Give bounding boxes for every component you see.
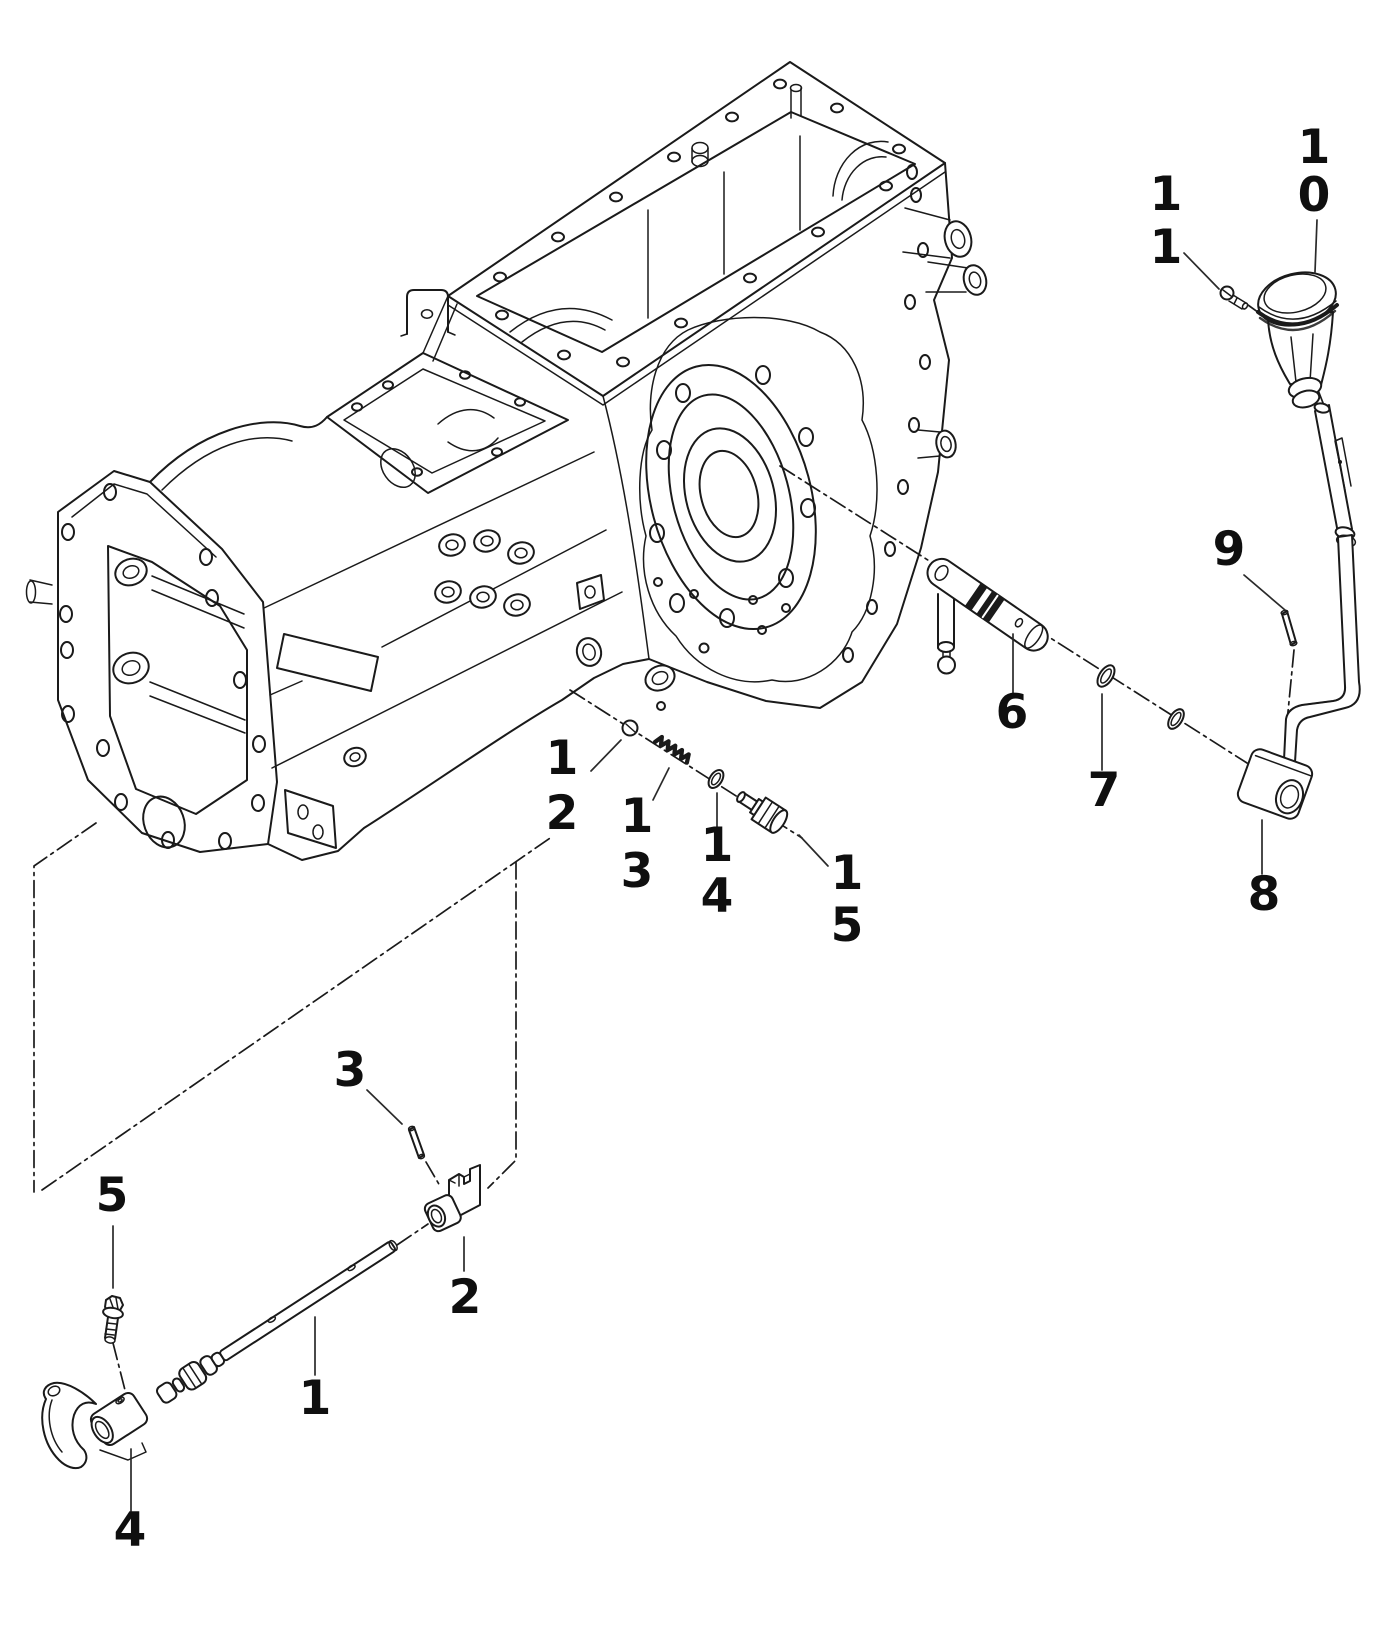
housing-side-opening	[326, 289, 569, 494]
callout-leader-9	[1243, 574, 1286, 611]
flange-bolt-holes	[59, 483, 266, 850]
part-2-shift-lug	[423, 1164, 481, 1233]
part-15-detent-plug	[736, 791, 789, 834]
part-8-shift-lever	[1236, 402, 1361, 820]
callout-label-4: 4	[114, 1503, 147, 1558]
part-14-seal-washer	[707, 768, 725, 790]
callout-leader-3	[366, 1089, 403, 1125]
callout-label-8: 8	[1248, 867, 1281, 922]
part-11-set-screw	[1219, 285, 1249, 310]
bottom-bolt-holes	[653, 577, 791, 711]
callout-label-9: 9	[1213, 522, 1246, 577]
callout-label-14-line2: 4	[701, 869, 734, 924]
callout-label-11-line1: 1	[1150, 167, 1183, 222]
callout-label-13-line1: 1	[621, 789, 654, 844]
shift-rail-bosses	[434, 529, 535, 617]
callout-label-2: 2	[449, 1270, 482, 1325]
callout-label-12-line1: 1	[546, 731, 579, 786]
housing-body	[149, 416, 791, 861]
detail-boundary	[33, 822, 554, 1193]
part-13-detent-spring	[652, 734, 691, 765]
callout-leader-11	[1183, 252, 1220, 290]
callout-leader-15	[798, 834, 829, 867]
callout-label-11-line2: 1	[1150, 220, 1183, 275]
pin-9-axis	[1286, 649, 1295, 723]
bolt-5-axis	[112, 1342, 127, 1395]
rail-axis	[396, 1223, 429, 1246]
top-rim-bolt-holes	[493, 78, 906, 368]
rear-perimeter-holes	[842, 164, 931, 663]
callout-leader-12	[590, 739, 622, 772]
callout-label-15-line2: 5	[831, 898, 864, 953]
shift-rail-assembly	[41, 1125, 481, 1470]
part-4-shift-fork	[41, 1381, 149, 1470]
callout-label-14-line1: 1	[701, 818, 734, 873]
name-plate-pad	[276, 633, 379, 692]
housing-top-opening	[447, 61, 946, 406]
part-9-roll-pin	[1280, 609, 1298, 647]
part-12-detent-ball	[621, 719, 639, 737]
part-5-fork-bolt	[102, 1295, 124, 1344]
callout-label-13-line2: 3	[621, 844, 654, 899]
callout-label-10-line2: 0	[1298, 168, 1331, 223]
callout-label-7: 7	[1088, 763, 1121, 818]
pin-3-axis	[425, 1161, 441, 1187]
callout-label-3: 3	[334, 1043, 367, 1098]
part-3-spring-pin	[407, 1125, 426, 1160]
callout-label-6: 6	[996, 685, 1029, 740]
part-10-shift-knob	[1256, 271, 1339, 409]
part-1-shift-rail	[156, 1239, 398, 1404]
part-7-o-rings	[1096, 664, 1185, 730]
gearbox-housing	[25, 61, 988, 861]
callout-label-12-line2: 2	[546, 786, 579, 841]
callout-label-15-line1: 1	[831, 846, 864, 901]
shift-lever-assembly	[1219, 271, 1361, 820]
lever-hub-boss	[1236, 748, 1314, 820]
housing-front-flange	[25, 470, 278, 853]
part-6-plunger-pin	[926, 557, 1049, 675]
callout-leader-10	[1314, 219, 1318, 273]
callout-label-1: 1	[299, 1371, 332, 1426]
callout-label-5: 5	[96, 1168, 129, 1223]
callout-label-10-line1: 1	[1298, 120, 1331, 175]
rear-bearing-bore	[645, 363, 817, 631]
housing-rear-face	[602, 162, 988, 709]
bore-bolt-holes	[649, 365, 816, 628]
callout-leader-13	[652, 767, 670, 801]
